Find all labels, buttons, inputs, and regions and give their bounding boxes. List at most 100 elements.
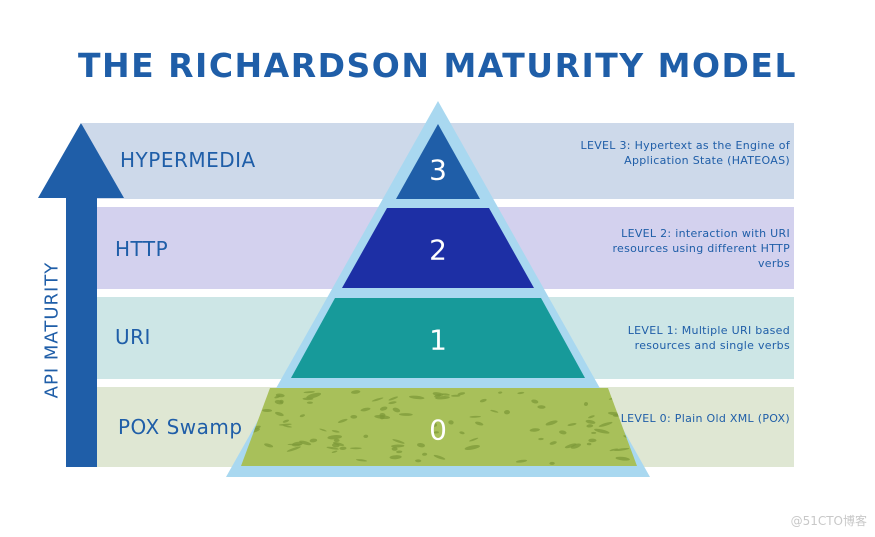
swamp-speck <box>331 450 338 454</box>
swamp-speck <box>388 396 399 401</box>
swamp-speck <box>515 459 528 463</box>
swamp-speck <box>331 430 340 433</box>
swamp-speck <box>241 412 250 417</box>
swamp-speck <box>309 438 318 443</box>
swamp-speck <box>327 435 342 440</box>
swamp-speck <box>286 446 301 452</box>
swamp-speck <box>417 443 425 448</box>
swamp-speck <box>457 392 466 396</box>
swamp-speck <box>615 456 630 461</box>
swamp-speck <box>388 401 397 405</box>
swamp-speck <box>529 428 540 432</box>
level-0-description: LEVEL 0: Plain Old XML (POX) <box>620 412 790 425</box>
swamp-speck <box>441 393 450 396</box>
swamp-speck <box>433 431 439 434</box>
swamp-speck <box>242 415 254 420</box>
level-2-name: HTTP <box>115 237 169 261</box>
swamp-speck <box>570 443 582 449</box>
swamp-speck <box>337 418 348 423</box>
swamp-speck <box>274 411 284 417</box>
level-1-description: LEVEL 1: Multiple URI based resources an… <box>627 324 790 352</box>
level-3-name: HYPERMEDIA <box>120 148 256 172</box>
tier-level-2 <box>342 208 534 288</box>
swamp-speck <box>586 442 592 446</box>
swamp-speck <box>517 391 525 395</box>
swamp-speck <box>549 441 557 445</box>
level-1-name: URI <box>115 325 151 349</box>
swamp-speck <box>415 459 422 463</box>
swamp-speck <box>319 428 327 432</box>
level-0-name: POX Swamp <box>118 415 243 439</box>
swamp-speck <box>274 395 281 399</box>
level-0-number: 0 <box>429 413 447 447</box>
swamp-speck <box>350 415 358 419</box>
level-2-description: LEVEL 2: interaction with URI resources … <box>612 227 790 270</box>
swamp-speck <box>392 407 401 413</box>
swamp-speck <box>392 439 405 444</box>
swamp-speck <box>586 424 594 428</box>
tier-level-1 <box>291 298 585 378</box>
swamp-speck <box>564 443 577 449</box>
swamp-speck <box>545 420 558 426</box>
swamp-speck <box>333 438 340 443</box>
swamp-speck <box>339 446 347 451</box>
swamp-speck <box>360 407 371 412</box>
swamp-speck <box>355 459 368 462</box>
swamp-speck <box>371 397 384 402</box>
swamp-speck <box>303 391 315 394</box>
axis-label: API MATURITY <box>41 261 63 399</box>
swamp-speck <box>351 390 361 394</box>
swamp-speck <box>291 441 303 447</box>
swamp-speck <box>299 440 312 446</box>
swamp-speck <box>464 444 480 451</box>
swamp-speck <box>448 420 454 425</box>
maturity-arrow <box>38 123 124 467</box>
swamp-speck <box>246 399 255 404</box>
watermark: @51CTO博客 <box>790 514 867 528</box>
swamp-speck <box>594 428 610 434</box>
pyramid-border <box>226 101 650 477</box>
swamp-speck <box>624 423 637 427</box>
swamp-speck <box>459 431 465 435</box>
swamp-speck <box>306 401 313 404</box>
swamp-speck <box>391 444 405 448</box>
level-2-number: 2 <box>429 233 447 267</box>
swamp-speck <box>559 430 567 435</box>
swamp-speck <box>432 392 444 397</box>
swamp-speck <box>537 405 546 409</box>
swamp-speck <box>469 415 481 418</box>
swamp-speck <box>282 419 290 423</box>
swamp-speck <box>479 398 487 403</box>
swamp-speck <box>278 423 292 426</box>
swamp-speck <box>475 421 484 426</box>
swamp-speck <box>326 446 339 450</box>
swamp-speck <box>379 406 388 411</box>
swamp-speck <box>363 434 369 439</box>
level-1-number: 1 <box>429 323 447 357</box>
swamp-speck <box>306 392 322 399</box>
swamp-speck <box>433 423 437 427</box>
swamp-speck <box>396 450 403 454</box>
swamp-speck <box>567 423 577 426</box>
arrow-head <box>38 123 124 198</box>
swamp-speck <box>422 452 428 456</box>
swamp-speck <box>585 419 596 424</box>
swamp-speck <box>632 391 637 395</box>
swamp-speck <box>490 409 499 413</box>
swamp-speck <box>302 397 314 401</box>
swamp-speck <box>408 395 425 400</box>
swamp-speck <box>450 394 461 397</box>
swamp-speck <box>374 414 391 420</box>
arrow-shaft <box>66 197 97 467</box>
level-3-number: 3 <box>429 153 447 187</box>
swamp-speck <box>469 437 479 442</box>
swamp-speck <box>588 438 597 443</box>
swamp-speck <box>389 455 402 460</box>
swamp-speck <box>283 425 292 428</box>
level-3-description: LEVEL 3: Hypertext as the Engine of Appl… <box>580 139 790 167</box>
swamp-speck <box>504 409 510 415</box>
swamp-speck <box>549 461 555 465</box>
swamp-speck <box>399 413 413 416</box>
swamp-speck <box>614 447 630 452</box>
